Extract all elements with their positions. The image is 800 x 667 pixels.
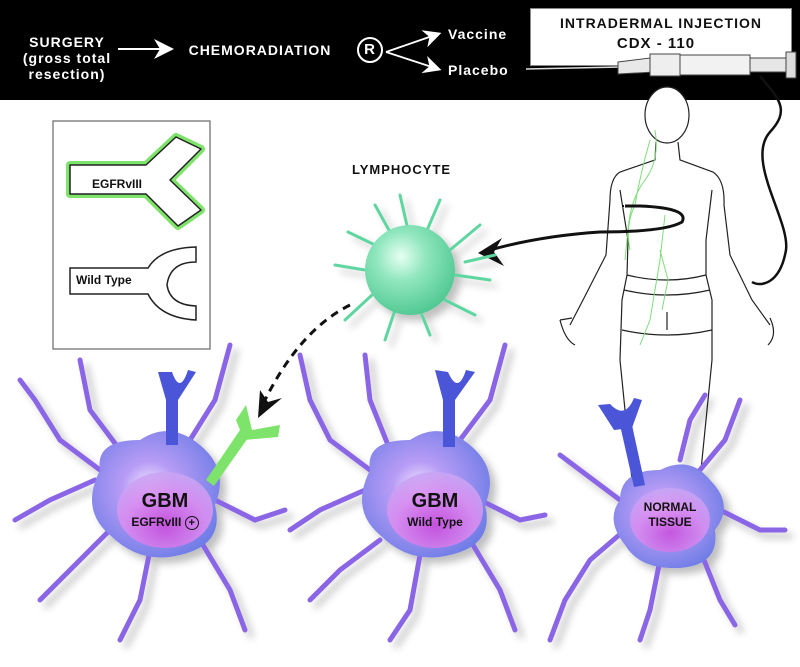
randomization-circle <box>357 37 383 63</box>
lymphatic-vessels <box>624 129 669 346</box>
egfrviii-receptor-cell1 <box>206 405 280 486</box>
syringe-icon <box>525 51 797 79</box>
vaccine-arm: Vaccine <box>448 26 508 42</box>
wildtype-receptor-cell3 <box>598 398 645 487</box>
injection-tube <box>751 75 788 286</box>
wildtype-receptor-icon <box>69 246 197 321</box>
cell3-title: NORMAL <box>643 500 697 514</box>
activation-arrowhead <box>478 238 504 266</box>
human-figure <box>559 86 775 501</box>
workflow-arrows <box>118 30 442 74</box>
surgery-title: SURGERY <box>29 34 105 50</box>
normal-tissue-cell-body <box>547 392 788 643</box>
placebo-arm: Placebo <box>448 62 509 78</box>
injection-drug: CDX - 110 <box>616 35 696 52</box>
wildtype-receptor-cell2 <box>435 370 475 447</box>
legend-wildtype-label: Wild Type <box>76 273 132 287</box>
activation-arrow <box>489 204 685 252</box>
targeting-arrow <box>263 303 351 401</box>
positive-marker-icon: + <box>184 516 199 530</box>
injection-title: INTRADERMAL INJECTION <box>560 15 762 31</box>
wildtype-receptor-cell1 <box>158 370 196 445</box>
cell3-subtitle: TISSUE <box>648 515 692 529</box>
cell1-subtitle-text: EGFRvIII <box>131 515 182 529</box>
gbm-wildtype-cell-body <box>287 342 548 643</box>
receptor-legend <box>52 120 211 350</box>
chemoradiation-step: CHEMORADIATION <box>188 42 332 58</box>
targeting-arrowhead <box>258 390 282 418</box>
cell1-title: GBM <box>141 490 189 512</box>
lymphocyte-cell <box>333 193 497 342</box>
randomization-symbol: R <box>364 41 376 58</box>
lymphocyte-label: LYMPHOCYTE <box>352 162 452 177</box>
legend-egfrviii-label: EGFRvIII <box>92 177 143 191</box>
surgery-sub-1: (gross total <box>22 50 112 66</box>
cell1-subtitle: EGFRvIII + <box>110 515 220 530</box>
surgery-step: SURGERY (gross total resection) <box>12 34 122 82</box>
surgery-sub-2: resection) <box>28 66 106 82</box>
cell2-subtitle: Wild Type <box>407 515 463 529</box>
cell2-title: GBM <box>411 490 459 512</box>
arrow-to-placebo <box>385 51 442 74</box>
arrow-to-vaccine <box>385 30 442 53</box>
